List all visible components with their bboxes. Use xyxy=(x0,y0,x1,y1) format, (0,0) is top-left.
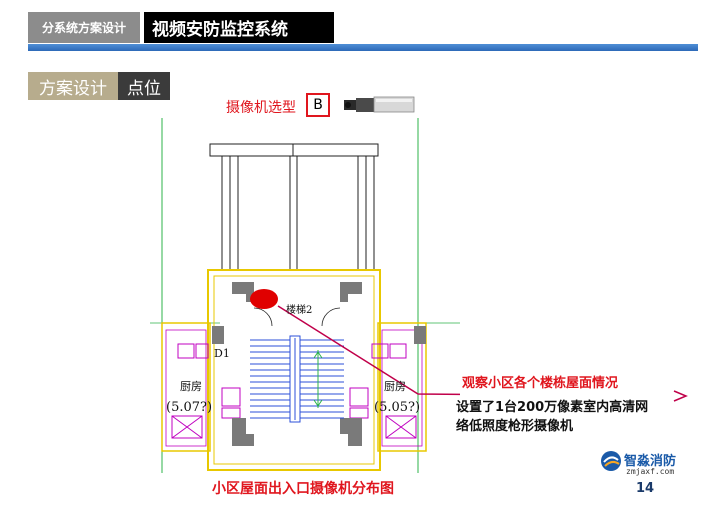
unit-tag: D1 xyxy=(214,347,230,360)
camera-image xyxy=(340,94,420,114)
logo-url: zmjaxf.com xyxy=(626,467,675,476)
page-number: 14 xyxy=(636,481,655,496)
annotation-box: 设置了1台200万像素室内高清网 络低照度枪形摄像机 xyxy=(456,398,686,436)
header-divider xyxy=(28,44,698,51)
camera-marker xyxy=(250,289,278,309)
kitchen-right-area: (5.05?) xyxy=(374,400,421,415)
annotation-line-2: 络低照度枪形摄像机 xyxy=(456,419,574,434)
figure-caption: 小区屋面出入口摄像机分布图 xyxy=(212,481,394,497)
section-label-design: 方案设计 xyxy=(28,72,118,100)
kitchen-right-label: 厨房 xyxy=(384,380,406,393)
annotation-title: 观察小区各个楼栋屋面情况 xyxy=(462,376,619,391)
logo-icon xyxy=(600,450,622,472)
annotation-line-1: 设置了1台200万像素室内高清网 xyxy=(456,400,649,415)
leader-arrow-icon xyxy=(672,388,688,402)
kitchen-left-label: 厨房 xyxy=(180,380,202,393)
kitchen-left-area: (5.07?) xyxy=(166,400,213,415)
section-label-points: 点位 xyxy=(118,72,170,100)
stair-label: 楼梯2 xyxy=(286,305,313,316)
header-tag: 分系统方案设计 xyxy=(28,12,140,43)
floor-plan xyxy=(150,118,687,473)
page-title: 视频安防监控系统 xyxy=(144,12,334,43)
camera-type-label: 摄像机选型 xyxy=(226,100,296,116)
camera-model-box: B xyxy=(306,93,330,117)
logo-name: 智淼消防 xyxy=(624,454,677,469)
